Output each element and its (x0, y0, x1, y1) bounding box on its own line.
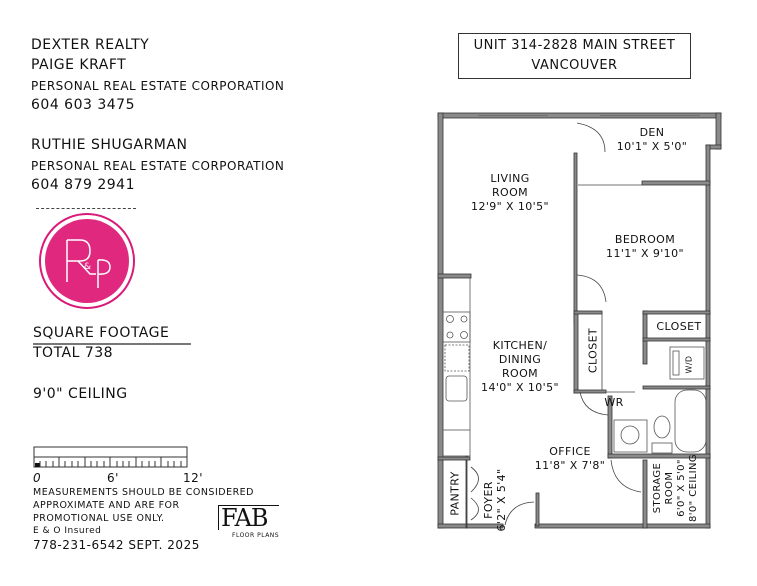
insured-note: E & O Insured (33, 526, 102, 536)
room-closet-left-name: CLOSET (586, 327, 600, 374)
room-bedroom-name: BEDROOM (614, 233, 676, 246)
dashed-divider (36, 208, 136, 209)
scale-tick-6: 6' (107, 471, 119, 485)
agent1-name: PAIGE KRAFT (31, 57, 127, 73)
room-wr-name: WR (604, 396, 624, 409)
room-kitchen-name1: KITCHEN/ (492, 339, 548, 352)
rp-logo: & (38, 212, 136, 310)
room-storage-name2: ROOM (664, 471, 675, 505)
room-storage-name1: STORAGE (652, 462, 663, 514)
agent1-title: PERSONAL REAL ESTATE CORPORATION (31, 79, 285, 93)
room-wr: WR (597, 396, 631, 410)
room-storage-ceiling: 8'0" CEILING (688, 453, 699, 523)
room-wd-name: W/D (684, 355, 694, 374)
room-storage: STORAGE ROOM 6'0" X 5'0" 8'0" CEILING (652, 448, 700, 528)
room-kitchen-name2: DINING (498, 353, 542, 366)
room-living: LIVING ROOM 12'9" X 10'5" (460, 172, 560, 214)
room-foyer-name: FOYER (482, 481, 495, 519)
room-storage-dims: 6'0" X 5'0" (676, 459, 687, 517)
agent2-phone: 604 879 2941 (31, 177, 135, 193)
room-living-name1: LIVING (490, 172, 530, 185)
scale-bar (33, 446, 193, 476)
room-closet-right-name: CLOSET (656, 320, 702, 333)
room-den: DEN 10'1" X 5'0" (612, 126, 692, 154)
address-box: UNIT 314-2828 MAIN STREET VANCOUVER (458, 33, 691, 79)
disclaimer-line1: MEASUREMENTS SHOULD BE CONSIDERED (33, 487, 255, 498)
room-living-name2: ROOM (491, 186, 529, 199)
address-city: VANCOUVER (531, 58, 618, 73)
scale-tick-0: 0 (33, 471, 42, 485)
room-office-name: OFFICE (549, 445, 591, 458)
contact-date: 778-231-6542 SEPT. 2025 (33, 538, 200, 552)
room-office-dims: 11'8" X 7'8" (534, 459, 606, 472)
room-living-dims: 12'9" X 10'5" (471, 200, 549, 213)
room-wd: W/D (683, 353, 696, 377)
scale-tick-12: 12' (183, 471, 204, 485)
sqft-total: TOTAL 738 (33, 345, 114, 361)
room-closet-right: CLOSET (649, 320, 709, 334)
disclaimer-line3: PROMOTIONAL USE ONLY. (33, 513, 165, 524)
room-pantry: PANTRY (449, 464, 462, 524)
sqft-heading: SQUARE FOOTAGE (33, 325, 170, 341)
room-foyer-dims: 6'2" X 5'4" (495, 468, 508, 532)
room-bedroom-dims: 11'1" X 9'10" (606, 247, 684, 260)
room-kitchen: KITCHEN/ DINING ROOM 14'0" X 10'5" (470, 339, 570, 395)
fab-subtitle: FLOOR PLANS (232, 532, 280, 539)
fab-mark: FAB (218, 505, 279, 530)
room-kitchen-name3: ROOM (501, 367, 539, 380)
address-line1: UNIT 314-2828 MAIN STREET (473, 38, 676, 53)
room-den-name: DEN (639, 126, 665, 139)
agent2-name: RUTHIE SHUGARMAN (31, 137, 188, 153)
room-closet-left: CLOSET (587, 324, 600, 378)
ceiling-height: 9'0" CEILING (33, 386, 128, 402)
room-office: OFFICE 11'8" X 7'8" (530, 445, 610, 473)
room-den-dims: 10'1" X 5'0" (616, 140, 688, 153)
fab-floor-plans-logo: FAB FLOOR PLANS (218, 505, 279, 539)
disclaimer-line2: APPROXIMATE AND ARE FOR (33, 500, 180, 511)
room-pantry-name: PANTRY (448, 471, 462, 516)
room-kitchen-dims: 14'0" X 10'5" (481, 381, 559, 394)
room-bedroom: BEDROOM 11'1" X 9'10" (600, 233, 690, 261)
sqft-underline (33, 343, 191, 345)
agent1-phone: 604 603 3475 (31, 97, 135, 113)
agent2-title: PERSONAL REAL ESTATE CORPORATION (31, 159, 285, 173)
brokerage-name: DEXTER REALTY (31, 37, 150, 53)
svg-text:&: & (84, 262, 91, 272)
room-foyer: FOYER 6'2" X 5'4" (482, 464, 508, 536)
